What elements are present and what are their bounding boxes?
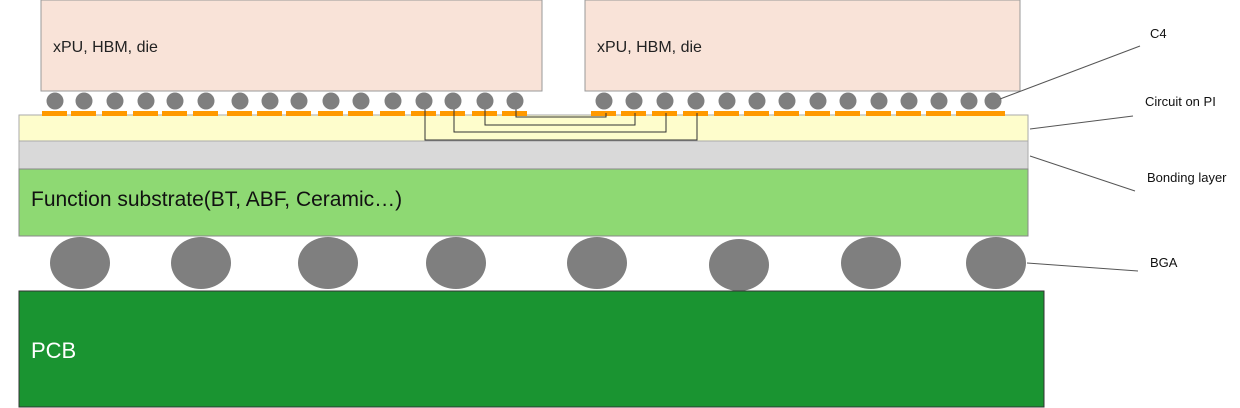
bga-ball	[171, 237, 231, 289]
pad	[621, 111, 646, 116]
bga-ball	[966, 237, 1026, 289]
pad	[411, 111, 436, 116]
pad	[896, 111, 921, 116]
c4-bump	[46, 92, 64, 110]
c4-bump	[984, 92, 1002, 110]
c4-bump	[352, 92, 370, 110]
pad	[42, 111, 67, 116]
pad	[102, 111, 127, 116]
bonding-leader-line	[1029, 155, 1136, 192]
pad	[71, 111, 96, 116]
c4-bump	[960, 92, 978, 110]
pad	[348, 111, 373, 116]
c4-bump	[290, 92, 308, 110]
c4-bump	[197, 92, 215, 110]
pad	[774, 111, 799, 116]
c4-bump	[322, 92, 340, 110]
c4-bump	[137, 92, 155, 110]
pad	[805, 111, 830, 116]
pad	[926, 111, 951, 116]
interconnect-wires	[424, 101, 698, 141]
wire	[484, 101, 636, 126]
function-substrate	[18, 168, 1029, 237]
bga-ball	[709, 239, 769, 291]
c4-bump	[166, 92, 184, 110]
c4-bump	[476, 92, 494, 110]
c4-bump	[656, 92, 674, 110]
pads	[42, 111, 1005, 116]
c4-bump	[444, 92, 462, 110]
bga-ball	[841, 237, 901, 289]
pad	[257, 111, 282, 116]
pad	[591, 111, 616, 116]
pad	[440, 111, 465, 116]
die-left-label: xPU, HBM, die	[53, 39, 158, 56]
c4-bump	[930, 92, 948, 110]
c4-bump	[839, 92, 857, 110]
c4-bump	[900, 92, 918, 110]
pad	[744, 111, 769, 116]
function-substrate-label: Function substrate(BT, ABF, Ceramic…)	[31, 188, 402, 211]
c4-bump	[231, 92, 249, 110]
c4-bump	[261, 92, 279, 110]
bonding-layer	[18, 140, 1029, 170]
pad	[162, 111, 187, 116]
c4-bump	[748, 92, 766, 110]
c4-bumps	[46, 92, 1002, 110]
c4-bump	[595, 92, 613, 110]
pad	[286, 111, 311, 116]
pad	[835, 111, 860, 116]
c4-bump	[809, 92, 827, 110]
c4-bump	[718, 92, 736, 110]
c4-bump	[384, 92, 402, 110]
bga-ball	[426, 237, 486, 289]
bga-leader-line	[1026, 262, 1139, 272]
bga-ball	[298, 237, 358, 289]
pad	[683, 111, 708, 116]
bonding-layer-label: Bonding layer	[1147, 170, 1227, 185]
pad	[980, 111, 1005, 116]
pad	[714, 111, 739, 116]
pad	[866, 111, 891, 116]
c4-bump	[870, 92, 888, 110]
pad	[318, 111, 343, 116]
bga-ball	[50, 237, 110, 289]
c4-bump	[778, 92, 796, 110]
wire	[424, 101, 698, 141]
bga-label: BGA	[1150, 255, 1178, 270]
bga-ball	[567, 237, 627, 289]
c4-leader-line	[999, 45, 1141, 100]
die-right	[584, 0, 1021, 92]
pcb	[18, 290, 1045, 408]
c4-label: C4	[1150, 26, 1167, 41]
die-right-label: xPU, HBM, die	[597, 39, 702, 56]
c4-bump	[506, 92, 524, 110]
bga-balls	[50, 237, 1026, 291]
circuit-on-pi-label: Circuit on PI	[1145, 94, 1216, 109]
c4-bump	[415, 92, 433, 110]
c4-bump	[687, 92, 705, 110]
pad	[502, 111, 527, 116]
pad	[133, 111, 158, 116]
c4-bump	[75, 92, 93, 110]
pad	[227, 111, 252, 116]
pad	[956, 111, 981, 116]
pcb-label: PCB	[31, 338, 76, 363]
die-left	[40, 0, 543, 92]
circuit-on-pi-layer	[18, 114, 1029, 142]
circuit-leader-line	[1029, 115, 1134, 130]
pad	[652, 111, 677, 116]
c4-bump	[625, 92, 643, 110]
pad	[380, 111, 405, 116]
c4-bump	[106, 92, 124, 110]
pad	[193, 111, 218, 116]
wire	[453, 101, 667, 133]
